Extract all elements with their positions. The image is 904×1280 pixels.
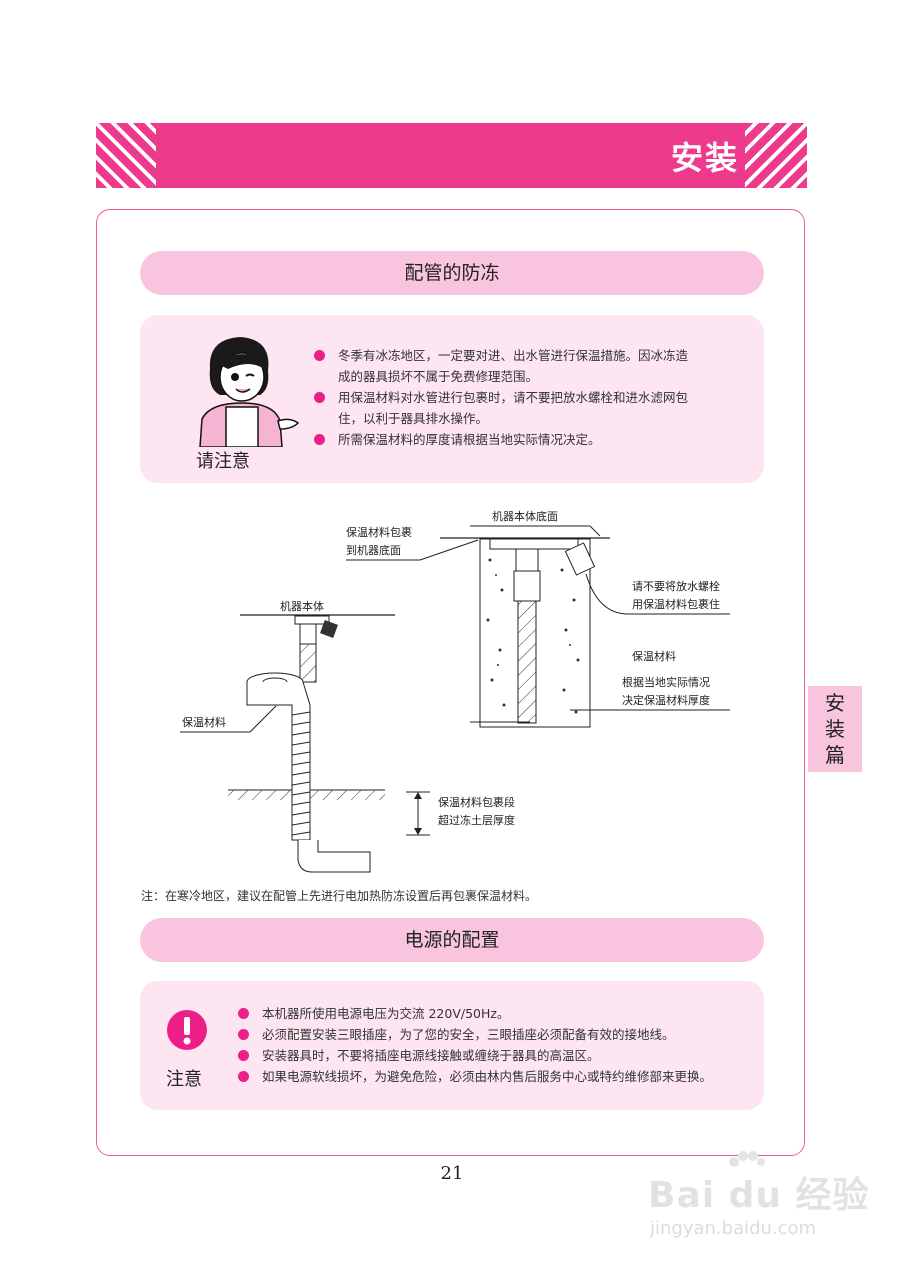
label-thick-line2: 决定保温材料厚度 (622, 693, 710, 707)
section-heading-antifreeze: 配管的防冻 (140, 251, 764, 295)
list-item: 如果电源软线损坏，为避免危险，必须由林内售后服务中心或特约维修部来更换。 (238, 1066, 712, 1087)
watermark-url: jingyan.baidu.com (650, 1218, 817, 1239)
side-tab-char: 篇 (825, 743, 845, 767)
cold-region-note: 注：在寒冷地区，建议在配管上先进行电加热防冻设置后再包裹保温材料。 (141, 889, 538, 903)
bullet-icon (238, 1008, 249, 1019)
side-tab-char: 装 (825, 717, 845, 741)
notice-label-please-note: 请注意 (196, 451, 250, 472)
banner-stripes-left (96, 123, 156, 188)
notice-label-caution: 注意 (166, 1069, 202, 1090)
notice-panel-power: 注意 本机器所使用电源电压为交流 220V/50Hz。 必须配置安装三眼插座，为… (140, 981, 764, 1110)
antifreeze-notes-list: 冬季有冰冻地区，一定要对进、出水管进行保温措施。因冰冻造 成的器具损坏不属于免费… (314, 345, 688, 450)
bullet-icon (238, 1029, 249, 1040)
pipe-insulation-diagram: 机器本体 保温材料 保温材料包裹段 超过冻土层厚度 机器本体底面 (180, 509, 730, 873)
label-left-insulation: 保温材料 (182, 715, 226, 729)
label-drain-line2: 用保温材料包裹住 (632, 597, 720, 611)
section-banner: 安装 (96, 123, 807, 188)
bullet-icon (238, 1050, 249, 1061)
label-machine-body: 机器本体 (280, 599, 324, 613)
label-depth-line1: 保温材料包裹段 (438, 795, 515, 809)
page-title: 安装 (670, 139, 739, 177)
list-item: 所需保温材料的厚度请根据当地实际情况决定。 (314, 429, 688, 450)
notice-panel-antifreeze: 请注意 冬季有冰冻地区，一定要对进、出水管进行保温措施。因冰冻造 成的器具损坏不… (140, 315, 764, 483)
content-frame (96, 209, 805, 1156)
list-item: 本机器所使用电源电压为交流 220V/50Hz。 (238, 1003, 712, 1024)
label-drain-line1: 请不要将放水螺栓 (632, 579, 720, 593)
bullet-icon (238, 1071, 249, 1082)
list-item: 成的器具损坏不属于免费修理范围。 (338, 369, 539, 384)
bullet-icon (314, 434, 325, 445)
list-item: 冬季有冰冻地区，一定要对进、出水管进行保温措施。因冰冻造 (314, 345, 688, 366)
insulation-speckles (486, 558, 580, 714)
bullet-icon (314, 350, 325, 361)
label-thick-line1: 根据当地实际情况 (622, 675, 710, 689)
label-machine-bottom: 机器本体底面 (492, 509, 558, 523)
warning-icon (167, 1010, 207, 1050)
side-tab-installation: 安 装 篇 (808, 686, 862, 772)
baidu-watermark: Bai du 经验 jingyan.baidu.com (640, 1150, 870, 1250)
label-depth-line2: 超过冻土层厚度 (438, 813, 515, 827)
label-wrap-line1: 保温材料包裹 (346, 525, 412, 539)
paw-icon (729, 1151, 765, 1167)
woman-cartoon-icon (199, 337, 300, 447)
section-heading-power: 电源的配置 (140, 918, 764, 962)
list-item: 必须配置安装三眼插座，为了您的安全，三眼插座必须配备有效的接地线。 (238, 1024, 712, 1045)
side-tab-char: 安 (825, 691, 845, 715)
list-item: 住，以利于器具排水操作。 (338, 411, 489, 426)
page-number: 21 (440, 1163, 464, 1184)
watermark-brand: Bai du 经验 (648, 1175, 870, 1216)
left-hose (299, 643, 317, 683)
bullet-icon (314, 392, 325, 403)
label-right-insulation: 保温材料 (632, 649, 676, 663)
list-item: 用保温材料对水管进行包裹时，请不要把放水螺栓和进水滤网包 (314, 387, 688, 408)
banner-stripes-right (745, 123, 807, 188)
power-notes-list: 本机器所使用电源电压为交流 220V/50Hz。 必须配置安装三眼插座，为了您的… (238, 1003, 712, 1087)
list-item: 安装器具时，不要将插座电源线接触或缠绕于器具的高温区。 (238, 1045, 712, 1066)
label-wrap-line2: 到机器底面 (346, 543, 401, 557)
